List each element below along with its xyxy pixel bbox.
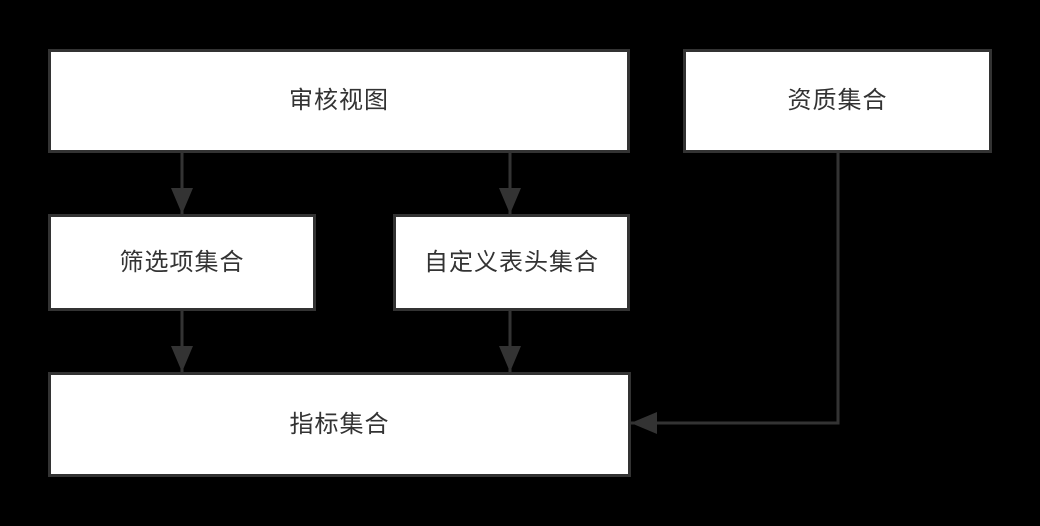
node-qualification-set: 资质集合: [683, 49, 992, 153]
node-audit-view-label: 审核视图: [289, 87, 389, 114]
edge-qualification-set-to-indicator-set: [631, 153, 840, 434]
node-qualification-set-label: 资质集合: [787, 87, 888, 114]
node-custom-header-set: 自定义表头集合: [393, 214, 630, 311]
node-indicator-set-label: 指标集合: [289, 410, 390, 438]
node-audit-view: 审核视图: [48, 49, 630, 153]
node-indicator-set: 指标集合: [48, 372, 631, 477]
node-custom-header-set-label: 自定义表头集合: [424, 248, 599, 276]
node-filter-set: 筛选项集合: [48, 214, 316, 311]
node-filter-set-label: 筛选项集合: [119, 248, 245, 276]
